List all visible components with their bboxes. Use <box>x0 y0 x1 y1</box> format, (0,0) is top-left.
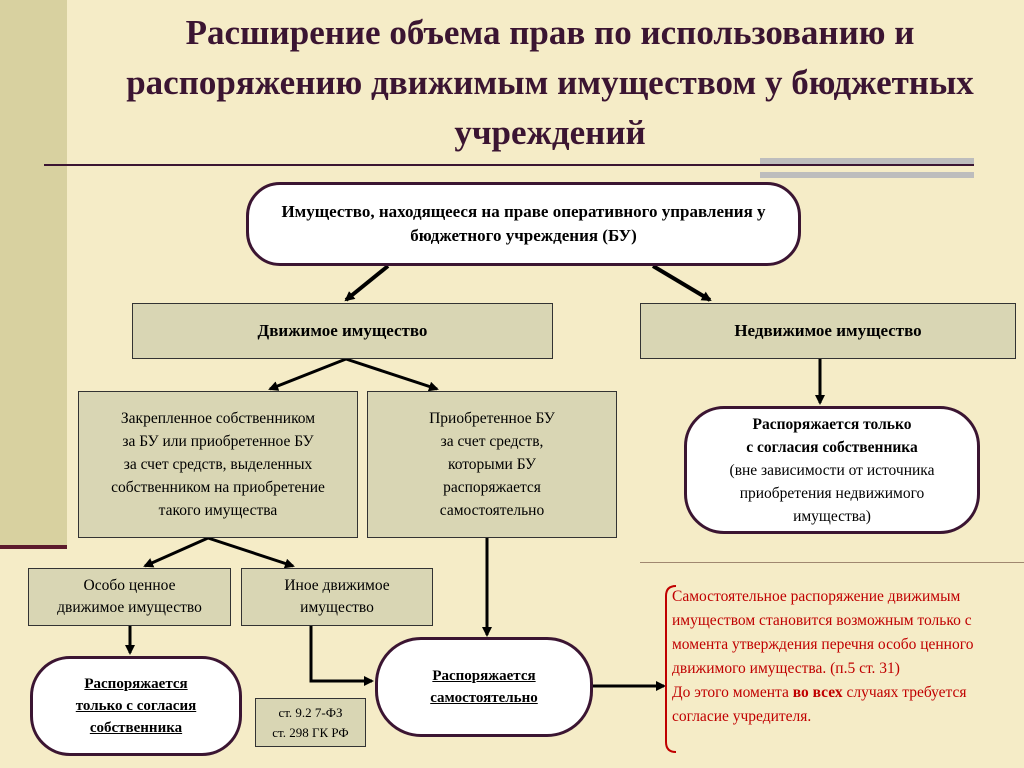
valuable-line: движимое имущество <box>57 599 202 616</box>
self-disposal-oval: Распоряжается самостоятельно <box>375 637 593 737</box>
other-line: имущество <box>300 599 374 616</box>
title-accent-bar-bottom <box>760 172 974 178</box>
arrow-other-to-center-oval <box>309 626 374 686</box>
acquired-line: которыми БУ <box>447 456 537 473</box>
fixed-line: Закрепленное собственником <box>120 410 316 427</box>
acquired-property-box: Приобретенное БУ за счет средств, которы… <box>367 391 617 538</box>
immovable-property-box: Недвижимое имущество <box>640 303 1016 359</box>
arrow-top-to-immovable <box>651 264 712 302</box>
other-movable-box: Иное движимое имущество <box>241 568 433 626</box>
sidebar-decoration <box>0 0 67 545</box>
consent-only-line: собственника <box>89 720 183 736</box>
consent-line: (вне зависимости от источника <box>729 461 935 479</box>
consent-line: приобретения недвижимого <box>739 484 925 502</box>
movable-property-box: Движимое имущество <box>132 303 553 359</box>
fixed-line: такого имущества <box>158 502 278 519</box>
title-accent-bar-top <box>760 158 974 164</box>
disposal-note: Самостоятельное распоряжение движимым им… <box>672 585 1017 729</box>
fixed-property-box: Закрепленное собственником за БУ или при… <box>78 391 358 538</box>
law-line: ст. 9.2 7-ФЗ <box>278 704 343 720</box>
acquired-line: распоряжается <box>443 479 541 496</box>
fixed-line: собственником на приобретение <box>111 479 325 496</box>
owner-consent-oval: Распоряжается только с согласия собствен… <box>684 406 980 534</box>
fixed-line: за БУ или приобретенное БУ <box>122 433 314 450</box>
arrow-movable-to-acquired <box>345 357 439 392</box>
self-disposal-line: самостоятельно <box>430 690 538 706</box>
consent-line-bold: Распоряжается только <box>752 415 912 433</box>
arrow-fixed-to-other <box>207 536 295 569</box>
top-property-text: Имущество, находящееся на праве оператив… <box>281 202 766 245</box>
note-text-1: Самостоятельное распоряжение движимым им… <box>672 588 974 677</box>
arrow-top-to-movable <box>344 264 390 302</box>
especially-valuable-box: Особо ценное движимое имущество <box>28 568 231 626</box>
fixed-line: за счет средств, выделенных <box>123 456 313 473</box>
arrow-fixed-to-valuable <box>143 536 209 568</box>
slide-title: Расширение объема прав по использованию … <box>126 13 974 152</box>
acquired-line: за счет средств, <box>440 433 544 450</box>
top-property-box: Имущество, находящееся на праве оператив… <box>246 182 801 266</box>
title-divider <box>44 164 974 166</box>
movable-property-label: Движимое имущество <box>257 321 428 340</box>
consent-only-line: только с согласия <box>75 698 197 714</box>
law-line: ст. 298 ГК РФ <box>272 724 349 740</box>
consent-only-oval: Распоряжается только с согласия собствен… <box>30 656 242 756</box>
acquired-line: самостоятельно <box>439 502 545 519</box>
consent-line: имущества) <box>793 507 871 525</box>
valuable-line: Особо ценное <box>83 577 176 594</box>
self-disposal-line: Распоряжается <box>432 668 536 684</box>
consent-line-bold: с согласия собственника <box>746 438 918 456</box>
immovable-property-label: Недвижимое имущество <box>734 321 922 340</box>
note-text-2: До этого момента <box>672 684 793 701</box>
law-reference-box: ст. 9.2 7-ФЗ ст. 298 ГК РФ <box>255 698 366 747</box>
note-text-3: случаях требуется согласие учредителя. <box>672 684 967 725</box>
note-divider <box>640 562 1024 563</box>
note-bold-text: во всех <box>792 684 843 701</box>
sidebar-accent-line <box>0 545 67 549</box>
acquired-line: Приобретенное БУ <box>429 410 555 427</box>
arrow-movable-to-fixed <box>268 357 347 391</box>
consent-only-line: Распоряжается <box>84 676 188 692</box>
other-line: Иное движимое <box>284 577 390 594</box>
